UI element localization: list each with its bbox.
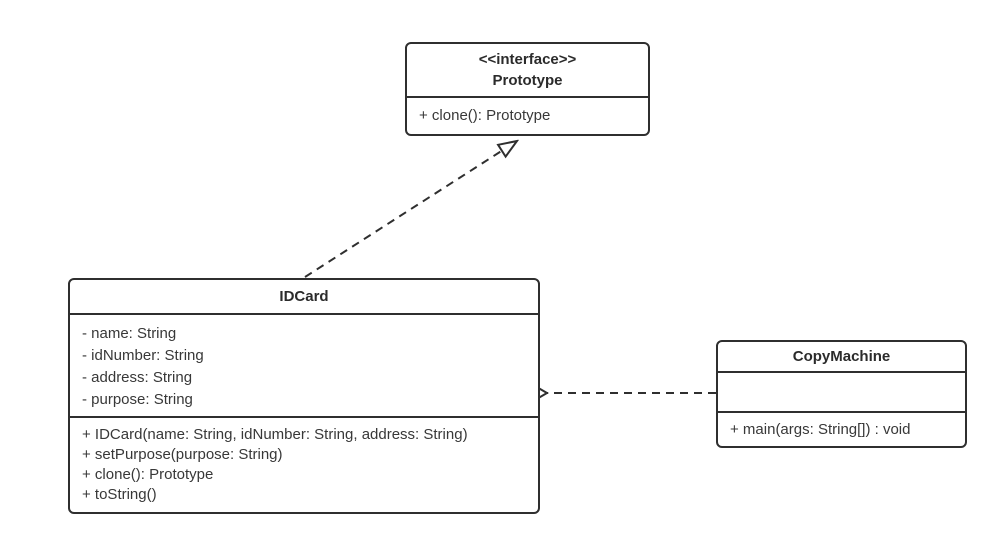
class-box-idcard: IDCard - name: String - idNumber: String… [68,278,540,514]
methods-compartment-copymachine: + main(args: String[]) : void [718,413,965,446]
attribute-item: - address: String [82,369,193,386]
method-item: + main(args: String[]) : void [730,420,911,438]
realization-arrow-idcard-to-prototype [304,141,517,278]
class-box-copymachine: CopyMachine + main(args: String[]) : voi… [716,340,967,448]
class-header-prototype: <<interface>> Prototype [407,44,648,98]
method-item: + setPurpose(purpose: String) [82,446,283,463]
method-item: + clone(): Prototype [419,107,551,124]
class-header-copymachine: CopyMachine [718,342,965,373]
class-name-copymachine: CopyMachine [792,348,891,365]
class-box-prototype: <<interface>> Prototype + clone(): Proto… [405,42,650,136]
attribute-item: - idNumber: String [82,347,204,364]
attribute-item: - name: String [82,325,177,342]
attributes-compartment-copymachine [718,373,965,413]
methods-compartment-idcard: + IDCard(name: String, idNumber: String,… [70,418,538,512]
method-item: + IDCard(name: String, idNumber: String,… [82,426,468,443]
class-name-idcard: IDCard [279,288,329,305]
method-item: + clone(): Prototype [82,466,214,483]
methods-compartment-prototype: + clone(): Prototype [407,98,648,134]
class-name-prototype: Prototype [492,71,563,89]
attribute-item: - purpose: String [82,391,193,408]
attributes-compartment-idcard: - name: String - idNumber: String - addr… [70,315,538,418]
method-item: + toString() [82,486,157,503]
class-header-idcard: IDCard [70,280,538,315]
stereotype-label: <<interface>> [478,50,577,68]
